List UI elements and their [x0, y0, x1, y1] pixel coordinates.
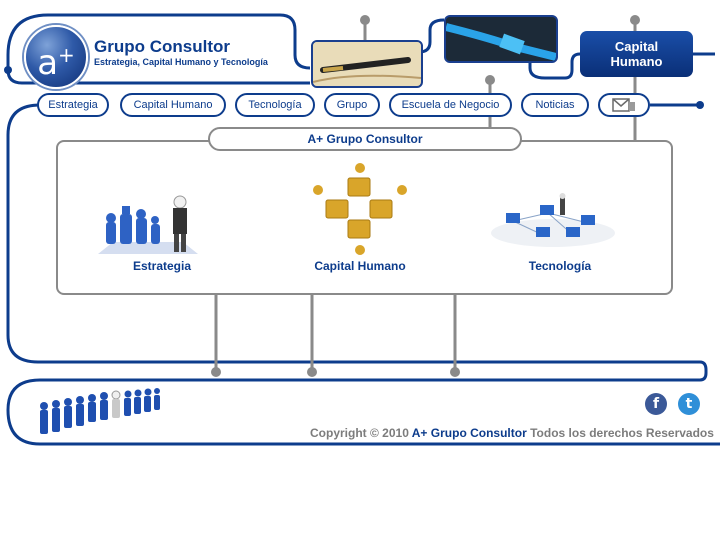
nav-item-escuela-de-negocio[interactable]: Escuela de Negocio: [389, 93, 512, 117]
category-capital-humano[interactable]: Capital Humano: [314, 259, 406, 273]
puzzle-teamwork-illustration[interactable]: [312, 160, 408, 256]
team-people-illustration: [36, 386, 162, 438]
category-estrategia[interactable]: Estrategia: [132, 259, 192, 273]
nav-item-tecnologia[interactable]: Tecnología: [235, 93, 315, 117]
mail-icon[interactable]: [598, 93, 650, 117]
panel-title: A+ Grupo Consultor: [208, 127, 522, 151]
copyright-text: Copyright © 2010 A+ Grupo Consultor Todo…: [310, 426, 714, 440]
nav-item-capital-humano[interactable]: Capital Humano: [120, 93, 226, 117]
brand-name: Grupo Consultor: [94, 37, 230, 56]
network-technology-illustration[interactable]: [488, 193, 618, 251]
pen-photo: [311, 40, 423, 88]
chess-strategy-illustration[interactable]: [98, 188, 198, 258]
nav-item-noticias[interactable]: Noticias: [521, 93, 589, 117]
logo-icon[interactable]: a+: [24, 25, 88, 89]
network-cable-photo: [444, 15, 558, 63]
nav-item-estrategia[interactable]: Estrategia: [37, 93, 109, 117]
copyright-suffix: Todos los derechos Reservados: [526, 426, 714, 440]
brand-tagline: Estrategia, Capital Humano y Tecnología: [94, 57, 268, 67]
copyright-prefix: Copyright © 2010: [310, 426, 412, 440]
nav-item-grupo[interactable]: Grupo: [324, 93, 380, 117]
facebook-icon[interactable]: f: [645, 393, 667, 415]
category-tecnologia[interactable]: Tecnología: [528, 259, 592, 273]
twitter-icon[interactable]: t: [678, 393, 700, 415]
copyright-company: A+ Grupo Consultor: [411, 426, 527, 440]
